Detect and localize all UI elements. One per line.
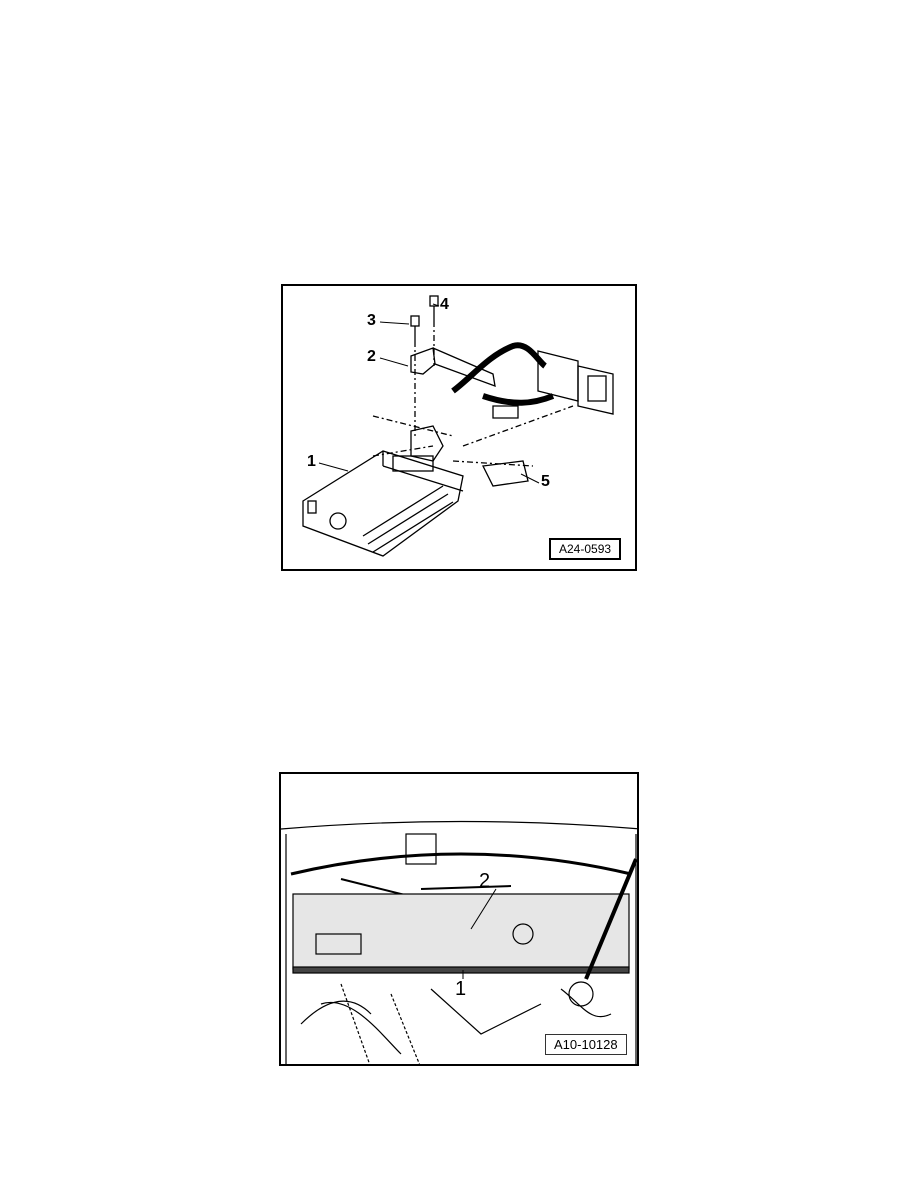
callout-2: 2 [479,870,491,892]
callout-2: 2 [367,348,376,365]
figure-id-label: A10-10128 [545,1034,627,1055]
engine-bay-drawing [281,820,637,1064]
callout-1: 1 [455,978,467,1000]
callout-1: 1 [307,453,316,470]
callout-5: 5 [541,473,550,490]
figure-engine-control-module-exploded: 1 2 3 4 5 A24-0593 [281,284,637,571]
callout-4: 4 [440,296,449,313]
callout-3: 3 [367,312,376,329]
leader-lines [318,303,540,484]
ecm-bracket-drawing [302,295,614,557]
figure-id-label: A24-0593 [549,538,622,560]
figure-plenum-panel-cover: 2 1 A10-10128 [279,772,639,1066]
